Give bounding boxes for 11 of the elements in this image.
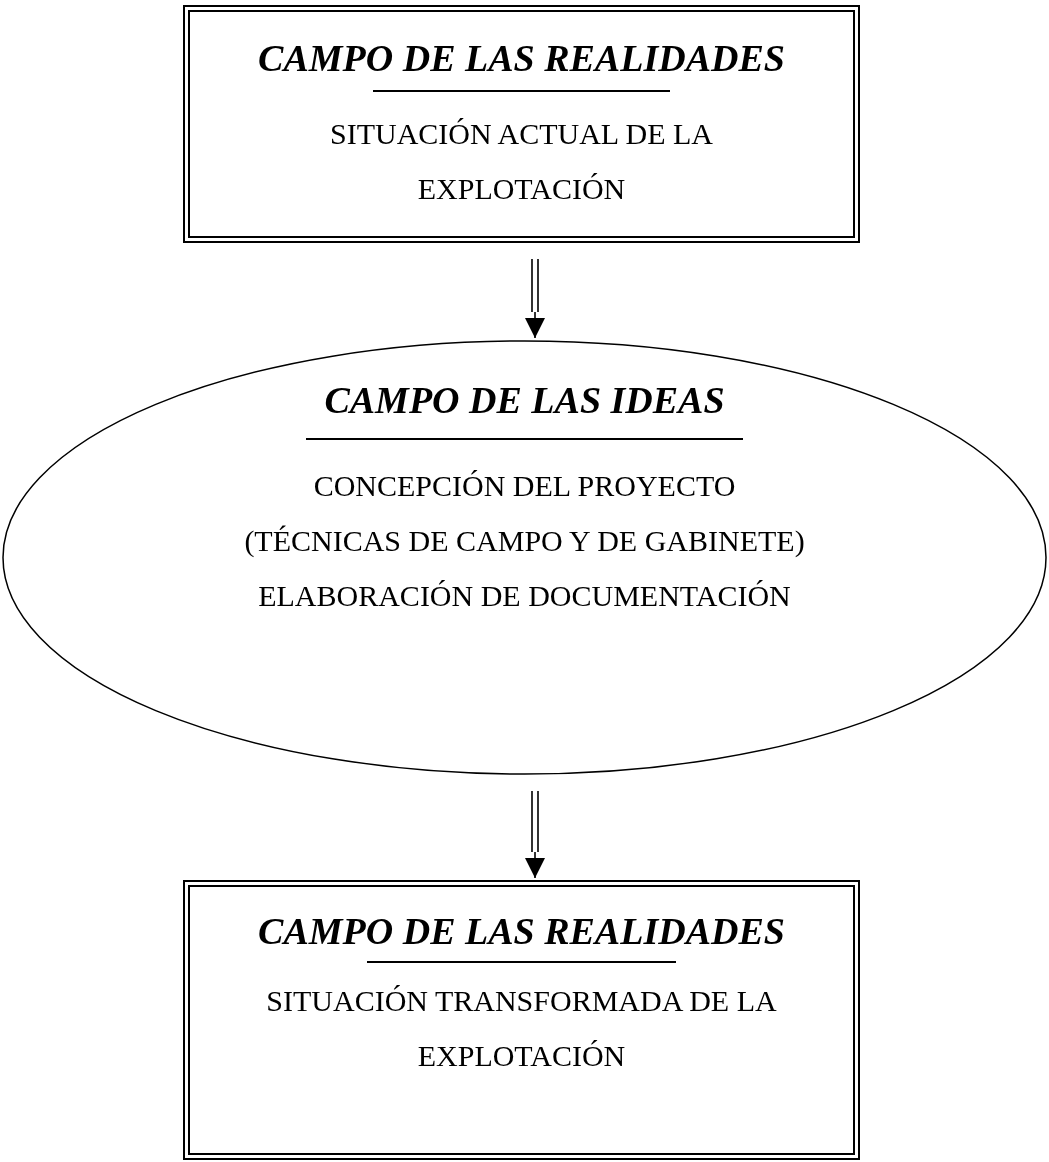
heading-text: CAMPO DE LAS IDEAS	[324, 378, 725, 422]
reality-box	[183, 880, 860, 1160]
reality-box	[183, 5, 860, 243]
heading-text: CAMPO DE LAS REALIDADES	[258, 36, 785, 80]
heading-text: CAMPO DE LAS REALIDADES	[258, 909, 785, 953]
body-text: SITUACIÓN TRANSFORMADA DE LA EXPLOTACIÓN	[265, 983, 778, 1074]
body-text: SITUACIÓN ACTUAL DE LA EXPLOTACIÓN	[329, 116, 714, 207]
body-text: (TÉCNICAS DE CAMPO Y DE GABINETE)	[244, 523, 805, 559]
body-text: CONCEPCIÓN DEL PROYECTO	[313, 468, 736, 504]
ideas-ellipse	[2, 340, 1047, 775]
body-text: ELABORACIÓN DE DOCUMENTACIÓN	[258, 578, 791, 614]
